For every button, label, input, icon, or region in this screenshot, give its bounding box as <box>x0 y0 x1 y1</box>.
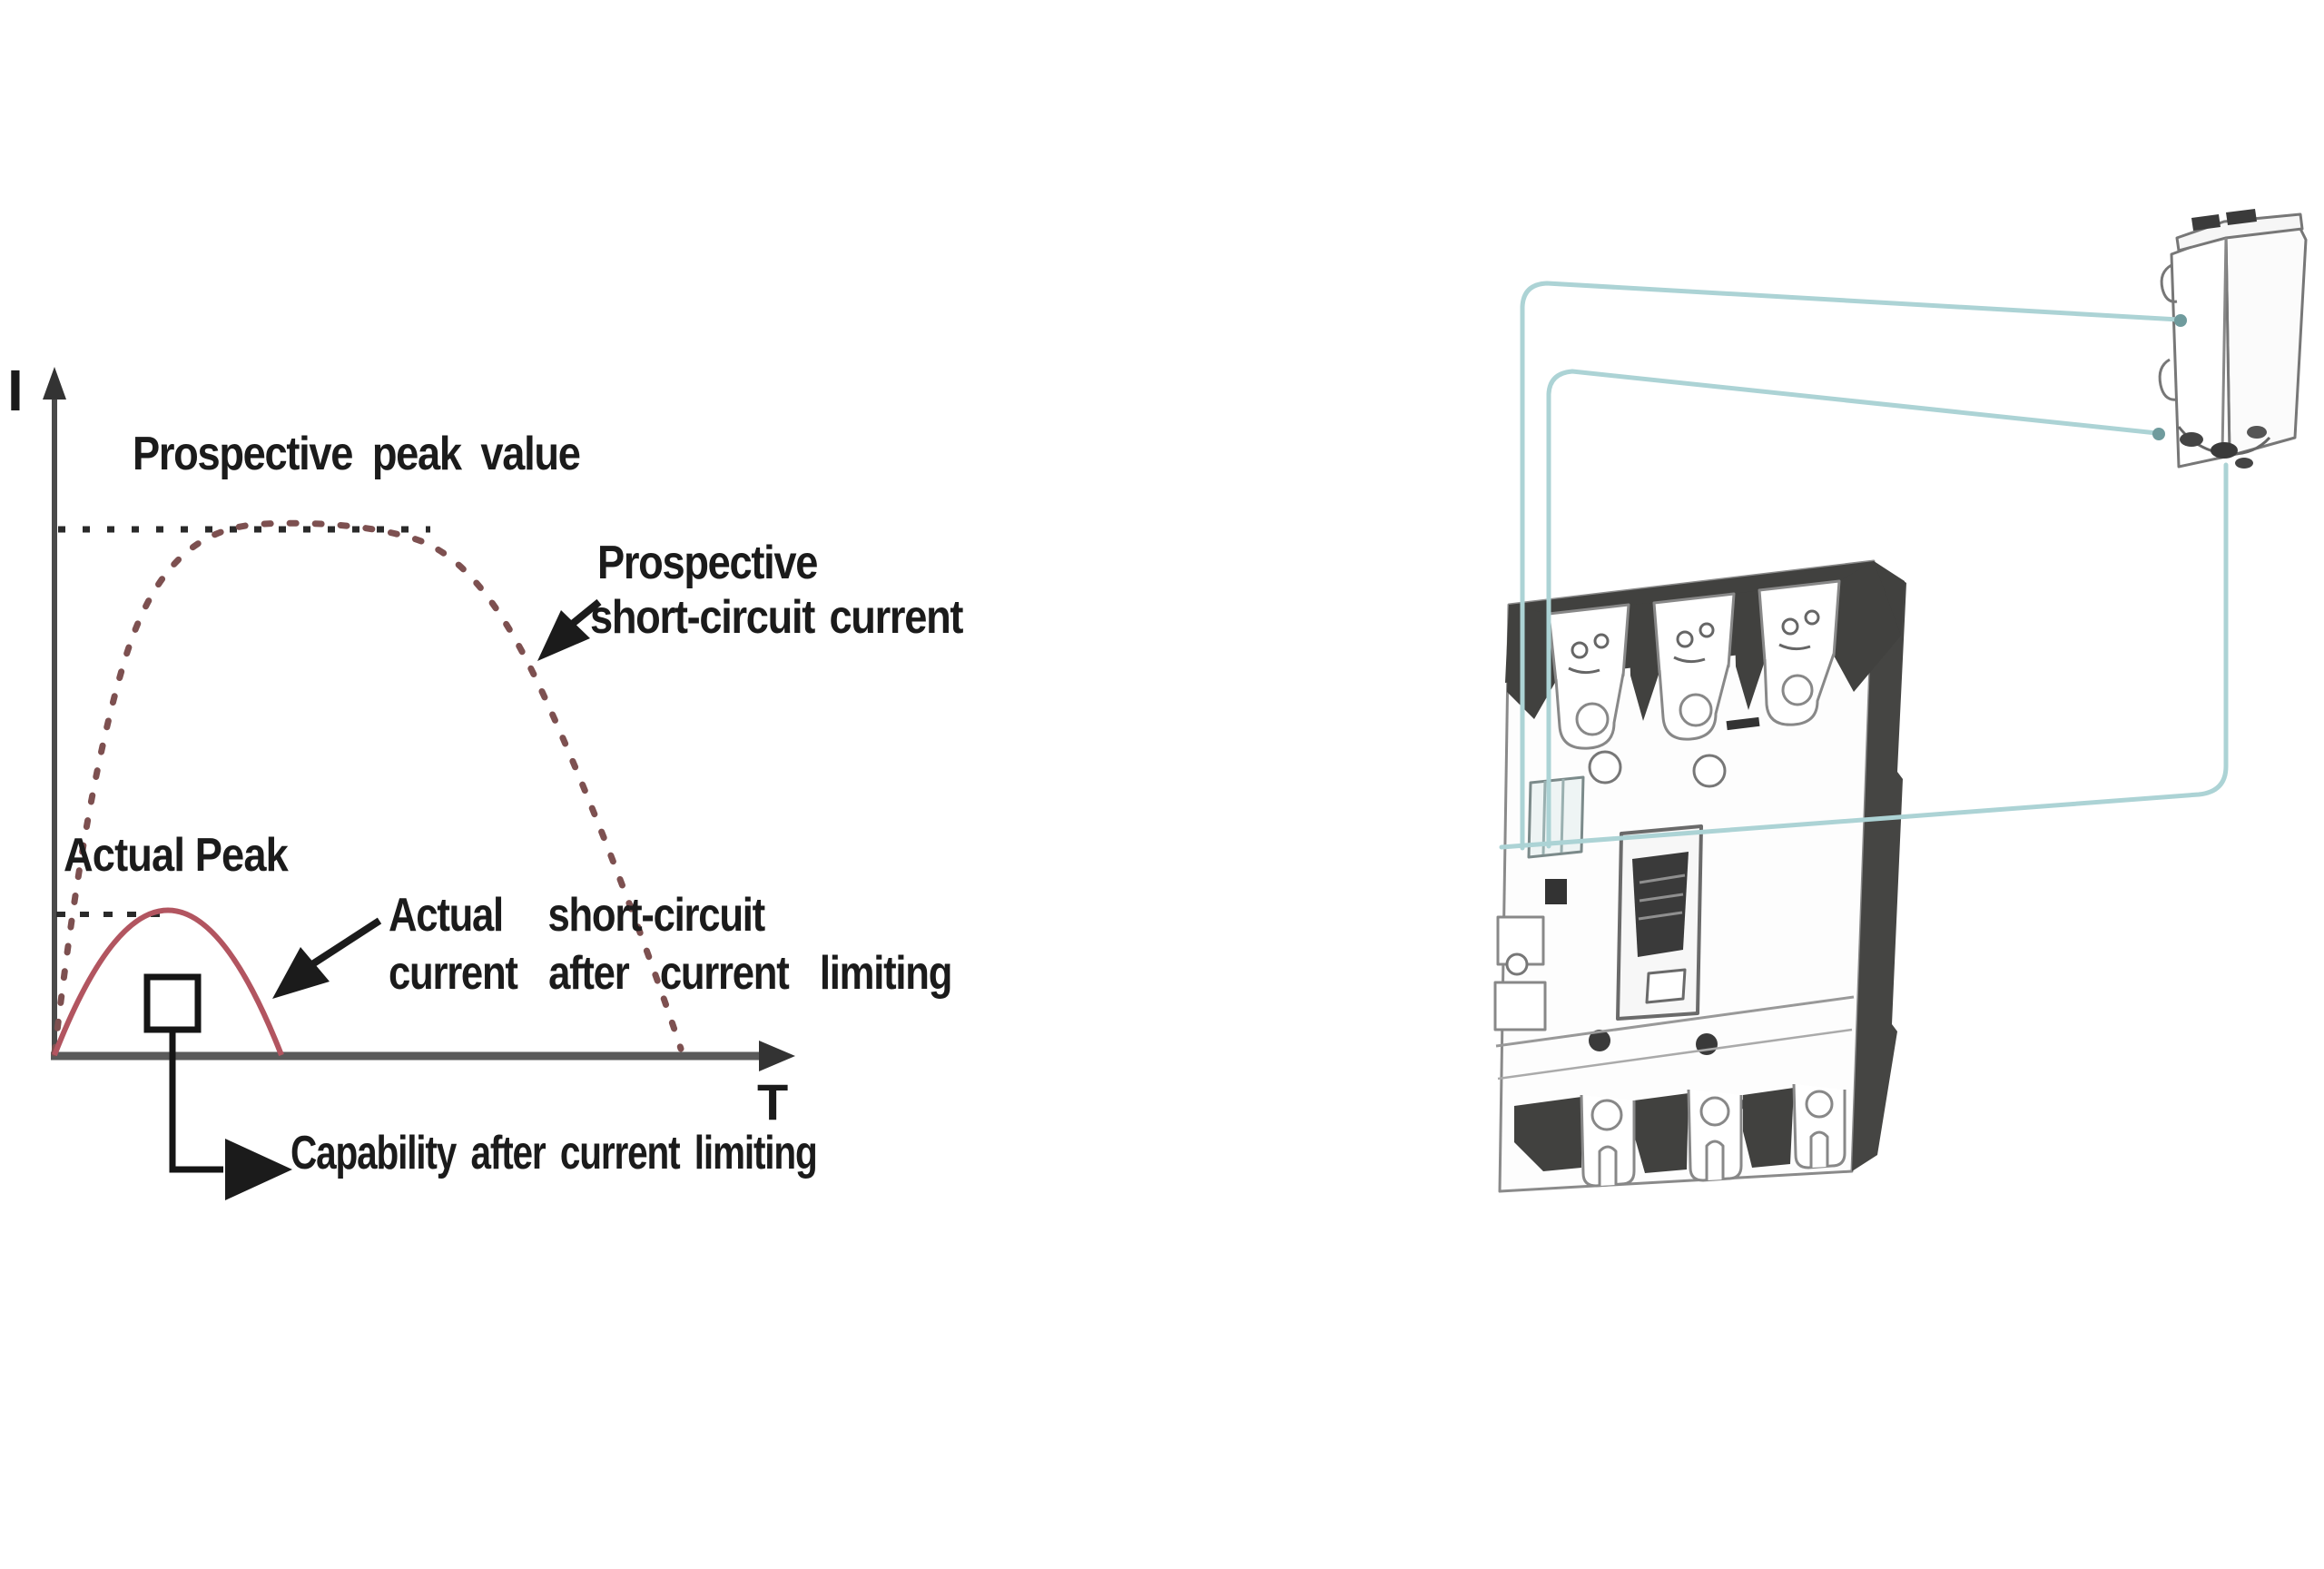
device-bottom-terminals <box>2177 426 2271 469</box>
breaker-toggle <box>1616 824 1703 1021</box>
toggle-window <box>1645 968 1687 1004</box>
control-wires <box>1499 281 2229 851</box>
prospective-peak-value-label: Prospective peak value <box>133 428 581 480</box>
actual-current-label-line1: Actual short-circuit <box>389 889 765 942</box>
actual-current-label-line2: current after current limiting <box>389 947 952 1000</box>
x-axis-arrow-icon <box>759 1041 795 1071</box>
breaker-left-accessories <box>1493 775 1585 1031</box>
current-limit-chart <box>43 367 795 1200</box>
y-axis-label: I <box>7 358 24 423</box>
capability-label: Capability after current limiting <box>290 1127 818 1179</box>
breaker-top-tooth <box>1629 603 1659 721</box>
wire-return <box>1499 462 2229 850</box>
device-terminal-screw <box>2226 209 2257 225</box>
breaker-top-tooth <box>1507 605 1556 719</box>
actual-current-arrow-icon <box>272 917 382 999</box>
wire-middle <box>1546 369 2160 849</box>
y-axis-arrow-icon <box>43 367 66 400</box>
pole-screw-scribbles <box>1568 609 1820 675</box>
wire-connection-dot <box>2174 314 2187 327</box>
breaker-illustration <box>1493 209 2308 1193</box>
prospective-current-curve <box>51 519 684 1057</box>
device-terminal-screw <box>2191 214 2221 231</box>
breaker-top-tabs <box>1554 653 1836 750</box>
prospective-current-arrow-icon <box>537 598 602 661</box>
wire-connection-dot <box>2152 428 2165 440</box>
capability-arrow-icon <box>225 1139 292 1200</box>
prospective-current-label-line2: short-circuit current <box>590 591 963 644</box>
actual-current-curve <box>52 907 284 1057</box>
device-mounting-hook <box>2160 263 2178 303</box>
rating-label <box>1726 716 1760 731</box>
actual-peak-label: Actual Peak <box>64 829 289 882</box>
auxiliary-device <box>2158 209 2308 469</box>
breaker-pole-windows <box>1547 579 1841 683</box>
breaker-top-tooth <box>1834 561 1901 692</box>
x-axis-label: T <box>757 1073 789 1130</box>
wire-top <box>1520 281 2181 851</box>
breaker-top-tooth <box>1734 590 1765 710</box>
breaker-bottom-terminals <box>1514 1083 1846 1188</box>
capability-leader-line <box>169 1030 223 1173</box>
device-mounting-hook <box>2158 358 2178 401</box>
capability-square-marker <box>143 973 202 1033</box>
breaker-side-panel <box>1852 561 1906 1171</box>
prospective-current-label-line1: Prospective <box>597 537 818 589</box>
toggle-handle <box>1632 852 1689 957</box>
